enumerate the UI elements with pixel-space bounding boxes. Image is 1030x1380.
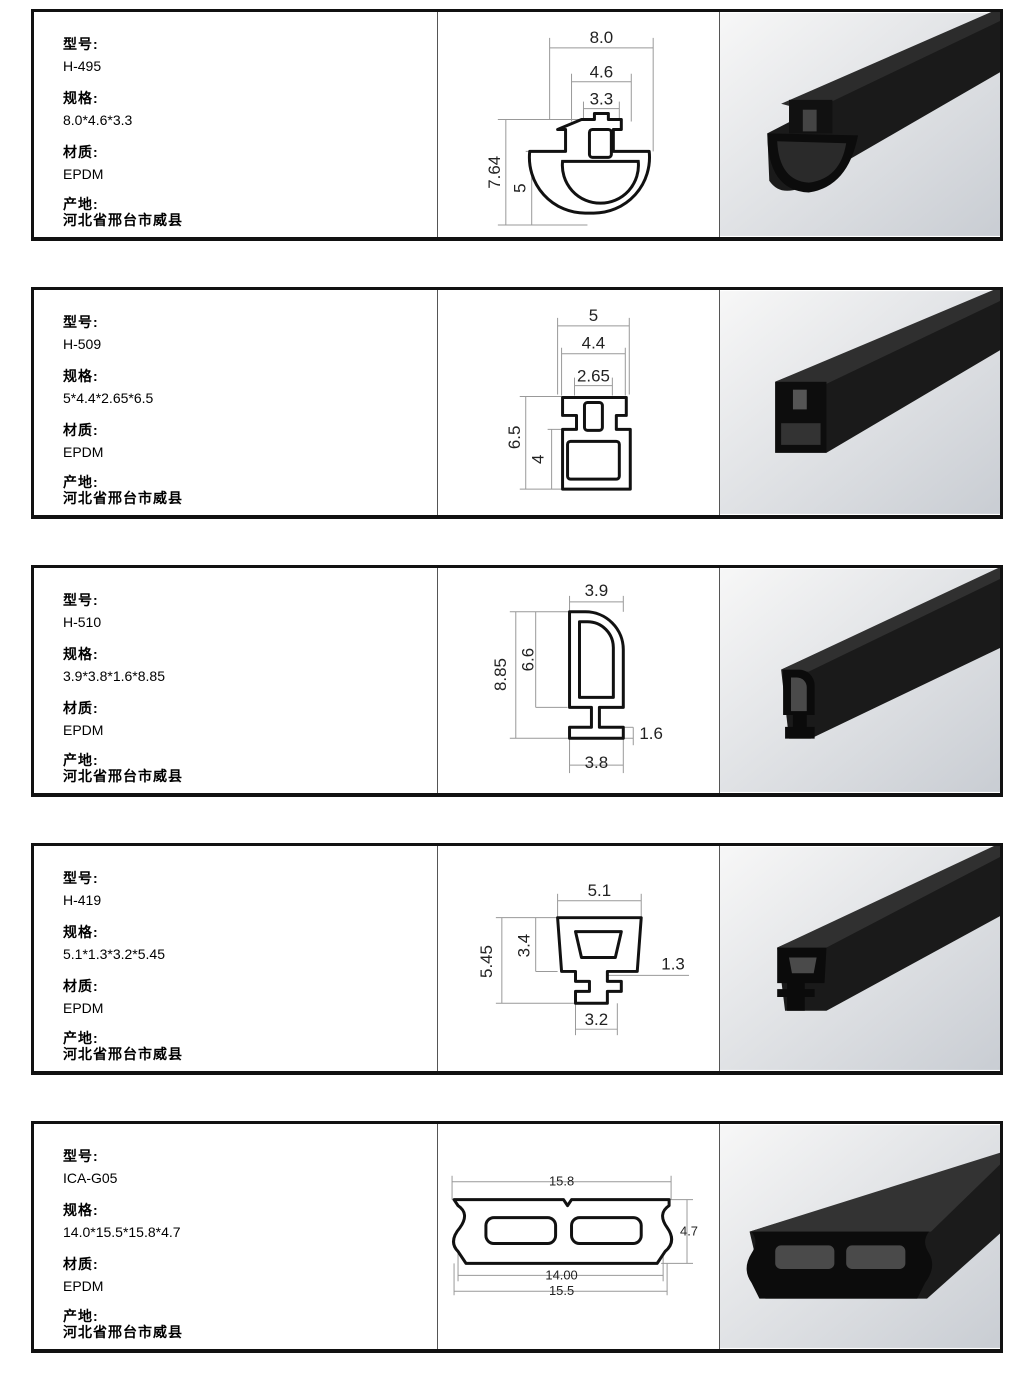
spec-label: 规格: — [63, 924, 99, 940]
origin-label: 产地: — [63, 752, 99, 768]
origin-value: 河北省邢台市威县 — [63, 212, 183, 228]
product-card-h510: 型号: H-510 规格: 3.9*3.8*1.6*8.85 材质: EPDM … — [31, 565, 1003, 797]
material-label: 材质: — [63, 700, 99, 716]
profile-render-h510 — [720, 568, 1000, 792]
origin-value: 河北省邢台市威县 — [63, 490, 183, 506]
dim-label: 4.6 — [590, 63, 614, 82]
profile-drawing-h495: 8.0 4.6 3.3 7.64 5 — [485, 28, 654, 226]
material-label: 材质: — [63, 978, 99, 994]
origin-label: 产地: — [63, 474, 99, 490]
dim-label: 6.5 — [505, 426, 524, 450]
model-value: H-495 — [63, 58, 102, 74]
dim-label: 3.4 — [515, 934, 534, 958]
spec-label: 规格: — [63, 368, 99, 384]
origin-value: 河北省邢台市威县 — [63, 1324, 183, 1340]
dimension-drawing: 5.1 5.45 3.4 1.3 3.2 — [438, 846, 720, 1071]
dim-label: 2.65 — [577, 367, 610, 386]
dim-label: 6.6 — [519, 648, 538, 672]
origin-label: 产地: — [63, 1308, 99, 1324]
origin-label: 产地: — [63, 1030, 99, 1046]
dim-label: 5.1 — [588, 881, 612, 900]
dim-label: 5 — [589, 306, 598, 325]
dim-label: 8.85 — [491, 658, 510, 691]
product-photo — [720, 846, 1000, 1071]
product-info: 型号: ICA-G05 规格: 14.0*15.5*15.8*4.7 材质: E… — [34, 1124, 438, 1349]
model-label: 型号: — [63, 314, 99, 330]
spec-label: 规格: — [63, 1202, 99, 1218]
product-card-icag05: 型号: ICA-G05 规格: 14.0*15.5*15.8*4.7 材质: E… — [31, 1121, 1003, 1353]
dimension-drawing: 8.0 4.6 3.3 7.64 5 — [438, 12, 720, 237]
material-value: EPDM — [63, 444, 104, 460]
material-label: 材质: — [63, 422, 99, 438]
product-info: 型号: H-510 规格: 3.9*3.8*1.6*8.85 材质: EPDM … — [34, 568, 438, 793]
spec-label: 规格: — [63, 90, 99, 106]
product-card-h495: 型号: H-495 规格: 8.0*4.6*3.3 材质: EPDM 产地: 河… — [31, 9, 1003, 241]
model-value: H-419 — [63, 892, 102, 908]
spec-value: 3.9*3.8*1.6*8.85 — [63, 668, 165, 684]
profile-drawing-icag05: 15.8 4.7 14.00 15.5 — [451, 1174, 698, 1298]
product-info: 型号: H-509 规格: 5*4.4*2.65*6.5 材质: EPDM 产地… — [34, 290, 438, 515]
material-value: EPDM — [63, 166, 104, 182]
spec-value: 8.0*4.6*3.3 — [63, 112, 133, 128]
dim-label: 5.45 — [477, 945, 496, 978]
profile-render-icag05 — [720, 1125, 1000, 1348]
dim-label: 7.64 — [485, 156, 504, 189]
model-value: H-509 — [63, 336, 102, 352]
product-photo — [720, 568, 1000, 793]
dim-label: 4.4 — [582, 334, 606, 353]
product-info: 型号: H-495 规格: 8.0*4.6*3.3 材质: EPDM 产地: 河… — [34, 12, 438, 237]
dim-label: 1.3 — [661, 954, 685, 973]
model-label: 型号: — [63, 1148, 99, 1164]
model-value: ICA-G05 — [63, 1170, 118, 1186]
dim-label: 3.2 — [585, 1010, 609, 1029]
material-label: 材质: — [63, 1256, 99, 1272]
dim-label: 3.8 — [585, 753, 609, 772]
spec-value: 14.0*15.5*15.8*4.7 — [63, 1224, 181, 1240]
product-card-h419: 型号: H-419 规格: 5.1*1.3*3.2*5.45 材质: EPDM … — [31, 843, 1003, 1075]
dim-label: 5 — [511, 184, 530, 193]
dimension-drawing: 3.9 8.85 6.6 1.6 3.8 — [438, 568, 720, 793]
dim-label: 4 — [529, 455, 548, 464]
dim-label: 3.9 — [585, 581, 609, 600]
spec-label: 规格: — [63, 646, 99, 662]
material-value: EPDM — [63, 1278, 104, 1294]
profile-render-h509 — [720, 290, 1000, 514]
dimension-drawing: 5 4.4 2.65 6.5 4 — [438, 290, 720, 515]
product-photo — [720, 290, 1000, 515]
material-value: EPDM — [63, 1000, 104, 1016]
product-photo — [720, 1124, 1000, 1349]
profile-drawing-h509: 5 4.4 2.65 6.5 4 — [505, 306, 632, 491]
model-label: 型号: — [63, 592, 99, 608]
dimension-drawing: 15.8 4.7 14.00 15.5 — [438, 1124, 720, 1349]
dim-label: 3.3 — [590, 90, 614, 109]
material-value: EPDM — [63, 722, 104, 738]
dim-label: 1.6 — [639, 724, 663, 743]
profile-drawing-h510: 3.9 8.85 6.6 1.6 3.8 — [491, 581, 663, 774]
model-label: 型号: — [63, 870, 99, 886]
dim-label: 14.00 — [545, 1267, 577, 1282]
product-card-h509: 型号: H-509 规格: 5*4.4*2.65*6.5 材质: EPDM 产地… — [31, 287, 1003, 519]
spec-value: 5*4.4*2.65*6.5 — [63, 390, 154, 406]
profile-render-h419 — [720, 846, 1000, 1070]
product-photo — [720, 12, 1000, 237]
profile-drawing-h419: 5.1 5.45 3.4 1.3 3.2 — [477, 881, 690, 1036]
origin-label: 产地: — [63, 196, 99, 212]
dim-label: 15.8 — [549, 1174, 574, 1189]
origin-value: 河北省邢台市威县 — [63, 1046, 183, 1062]
dim-label: 15.5 — [549, 1283, 574, 1298]
spec-value: 5.1*1.3*3.2*5.45 — [63, 946, 165, 962]
material-label: 材质: — [63, 144, 99, 160]
origin-value: 河北省邢台市威县 — [63, 768, 183, 784]
model-value: H-510 — [63, 614, 102, 630]
dim-label: 4.7 — [680, 1224, 698, 1239]
dim-label: 8.0 — [590, 28, 614, 47]
model-label: 型号: — [63, 36, 99, 52]
profile-render-h495 — [720, 12, 1000, 236]
product-info: 型号: H-419 规格: 5.1*1.3*3.2*5.45 材质: EPDM … — [34, 846, 438, 1071]
